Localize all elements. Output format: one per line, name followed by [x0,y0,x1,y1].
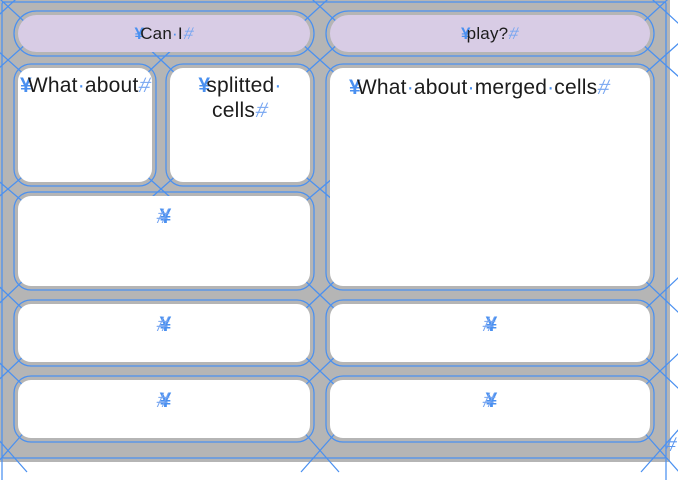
cell-text: splitted· cells [206,74,282,122]
end-of-cell-marker-icon: ¥ [134,24,145,43]
table-cell-row5-right-empty[interactable]: ¥# [330,380,650,438]
end-of-cell-marker-icon: ¥ [198,74,211,97]
end-of-story-marker-icon: # [595,76,613,99]
end-of-cell-marker-icon: ¥ [485,389,498,412]
table-cell-row3-left-empty[interactable]: ¥# [18,196,310,286]
end-of-story-marker-icon: # [136,74,155,97]
header-cell-text: Can·I [140,24,183,43]
header-cell-text: play? [466,24,509,43]
end-of-cell-marker-icon: ¥ [349,76,361,99]
end-of-cell-marker-icon: ¥ [20,74,32,97]
end-of-story-marker-icon: # [507,24,522,43]
table-cell-row4-right-empty[interactable]: ¥# [330,304,650,362]
table-cell-row4-left-empty[interactable]: ¥# [18,304,310,362]
table-cell-what-about[interactable]: ¥What·about# [18,68,155,182]
end-of-story-marker-icon: # [253,99,271,122]
cell-text: What·about·merged·cells [356,76,598,99]
end-of-cell-marker-icon: ¥ [159,205,172,228]
end-of-cell-marker-icon: ¥ [461,24,471,43]
table-cell-header-can-i[interactable]: ¥Can·I# [18,15,310,52]
table-cell-merged-cells[interactable]: ¥What·about·merged·cells# [330,68,650,286]
table-cell-header-play[interactable]: ¥play?# [330,15,650,52]
end-of-cell-marker-icon: ¥ [159,389,172,412]
end-of-cell-marker-icon: ¥ [485,313,498,336]
table-cell-splitted-cells[interactable]: ¥splitted· cells# [170,68,310,182]
cell-text: What·about [27,74,139,97]
end-of-cell-marker-icon: ¥ [159,313,172,336]
table-cell-row5-left-empty[interactable]: ¥# [18,380,310,438]
end-of-story-marker-icon: # [181,24,196,43]
